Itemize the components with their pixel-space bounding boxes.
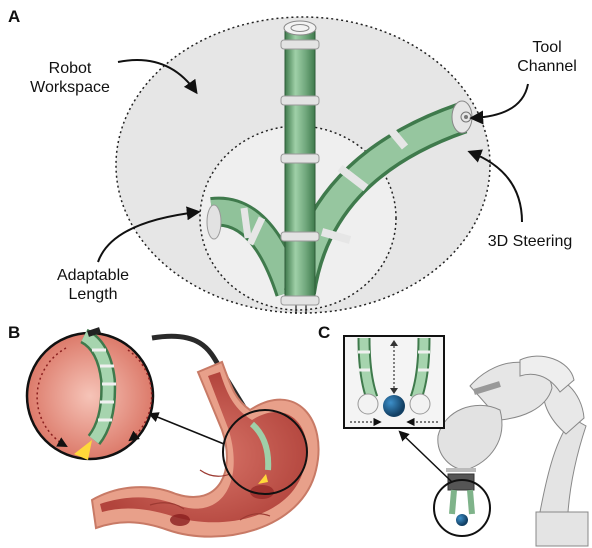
tool-channel-label-line1: Tool bbox=[532, 39, 561, 56]
central-straight-tube bbox=[281, 21, 319, 314]
panel-label-a: A bbox=[8, 7, 20, 26]
grasped-ball bbox=[383, 395, 405, 417]
panel-c: C bbox=[318, 323, 588, 546]
adaptable-length-label-line1: Adaptable bbox=[57, 267, 129, 284]
panel-a: A bbox=[8, 7, 577, 314]
tool-channel-tip bbox=[452, 101, 472, 133]
gripper-inset bbox=[344, 336, 444, 428]
panel-label-b: B bbox=[8, 323, 20, 342]
robot-workspace-label-line2: Workspace bbox=[30, 79, 110, 96]
arrow-to-magnified-view bbox=[150, 414, 224, 444]
tool-channel-label-line2: Channel bbox=[517, 58, 577, 75]
robot-workspace-label-line1: Robot bbox=[49, 60, 92, 77]
adaptable-length-label-line2: Length bbox=[69, 286, 118, 303]
magnified-endoscope-view bbox=[27, 330, 153, 460]
robot-arm bbox=[438, 356, 588, 546]
steering-label: 3D Steering bbox=[488, 233, 573, 250]
panel-label-c: C bbox=[318, 323, 330, 342]
panel-b: B bbox=[8, 323, 319, 537]
arrow-tool-channel bbox=[472, 84, 528, 118]
